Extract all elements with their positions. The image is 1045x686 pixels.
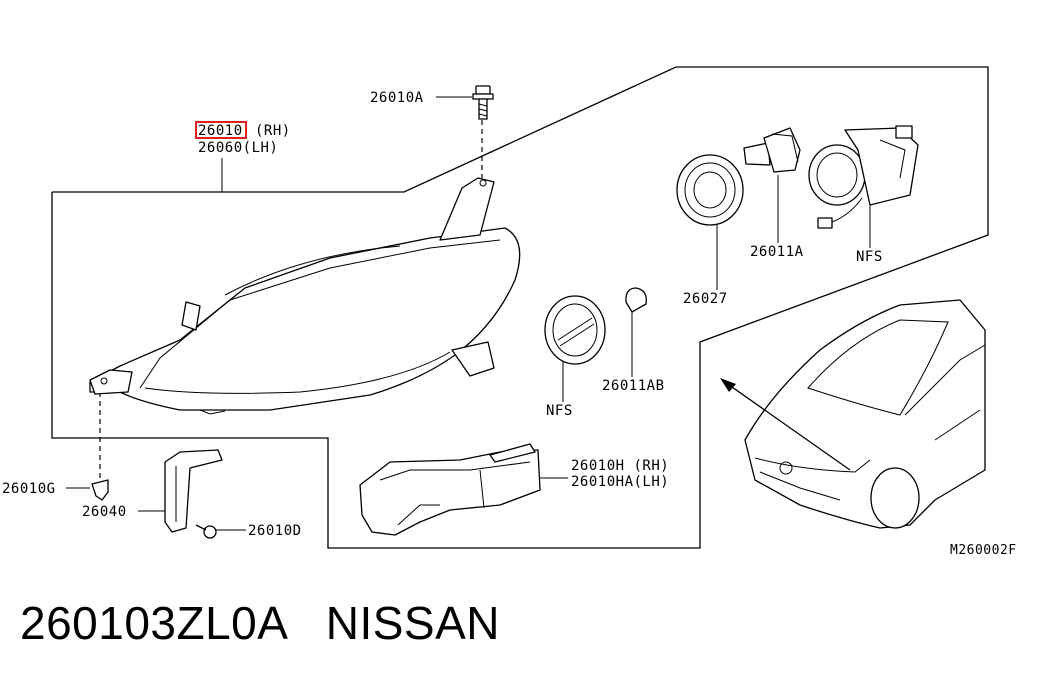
- label-26010A: 26010A: [370, 90, 424, 106]
- label-26011AB: 26011AB: [602, 378, 665, 394]
- screw-26010D: [195, 524, 217, 539]
- headlamp-assembly: [89, 177, 521, 415]
- fog-lamp-assembly: [808, 125, 919, 229]
- highlight-box: [195, 121, 247, 139]
- figure-code: M260002F: [950, 543, 1017, 558]
- cap-nfs: [544, 295, 606, 365]
- part-number: 260103ZL0A: [20, 597, 286, 649]
- label-26010D: 26010D: [248, 523, 302, 539]
- part-caption: 260103ZL0A NISSAN: [20, 596, 500, 650]
- clip-26010G: [91, 479, 109, 501]
- bracket-26040: [164, 449, 223, 533]
- label-nfs-fog: NFS: [856, 249, 883, 265]
- bracket-26010H: [359, 443, 541, 536]
- label-26010HA: 26010HA(LH): [571, 474, 669, 490]
- label-26010H: 26010H (RH): [571, 458, 669, 474]
- assembly-frame: [51, 66, 989, 549]
- label-26040: 26040: [82, 504, 127, 520]
- dust-cap-26027: [676, 154, 744, 226]
- bulb-26011AB: [625, 287, 647, 313]
- bolt-26010A: [472, 85, 494, 120]
- label-26027: 26027: [683, 291, 728, 307]
- bulb-26011A: [743, 127, 801, 173]
- label-nfs-cap: NFS: [546, 403, 573, 419]
- label-26060: 26060(LH): [198, 140, 278, 156]
- label-26010-side: (RH): [255, 123, 291, 139]
- label-26011A: 26011A: [750, 244, 804, 260]
- brand-name: NISSAN: [325, 597, 501, 649]
- vehicle-location-view: [720, 299, 986, 529]
- label-26010: 26010: [198, 123, 243, 139]
- label-26010G: 26010G: [2, 481, 56, 497]
